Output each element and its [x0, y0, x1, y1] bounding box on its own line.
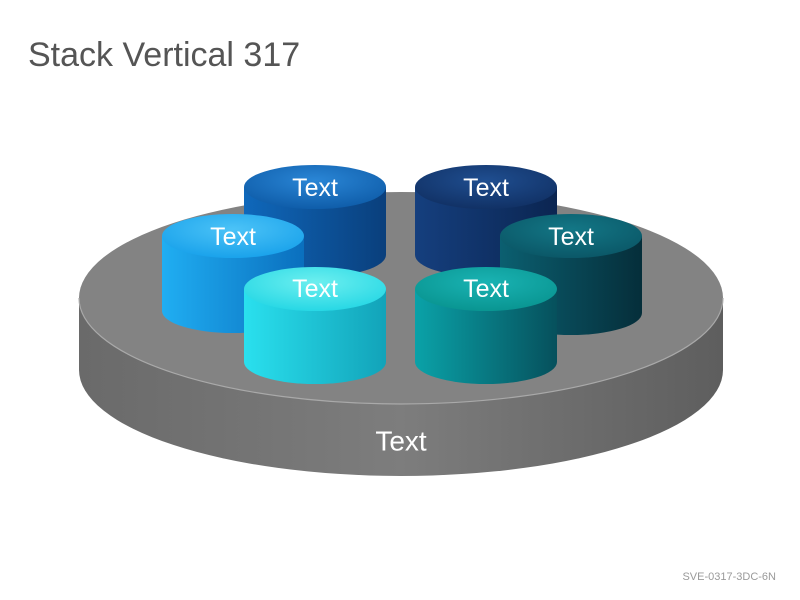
- cylinder-5: Text: [244, 267, 386, 384]
- cylinder-4-top: [500, 214, 642, 258]
- cylinder-3-top: [162, 214, 304, 258]
- cylinder-6-label: Text: [463, 275, 509, 303]
- cylinder-2-label: Text: [463, 174, 509, 202]
- slide-code: SVE-0317-3DC-6N: [682, 571, 776, 583]
- cylinder-3-label: Text: [210, 223, 256, 251]
- cylinder-6-top: [415, 267, 557, 311]
- cylinder-5-label: Text: [292, 275, 338, 303]
- cylinder-6-side: [415, 289, 557, 384]
- cylinder-5-side: [244, 289, 386, 384]
- cylinder-5-top: [244, 267, 386, 311]
- cylinder-4-label: Text: [548, 223, 594, 251]
- base-label: Text: [375, 426, 427, 457]
- cylinder-1-label: Text: [292, 174, 338, 202]
- base-platter-rim-highlight: [78, 297, 724, 405]
- cylinder-6: Text: [415, 267, 557, 384]
- slide-title: Stack Vertical 317: [28, 36, 301, 74]
- cylinder-1-top: [244, 165, 386, 209]
- cylinder-2-top: [415, 165, 557, 209]
